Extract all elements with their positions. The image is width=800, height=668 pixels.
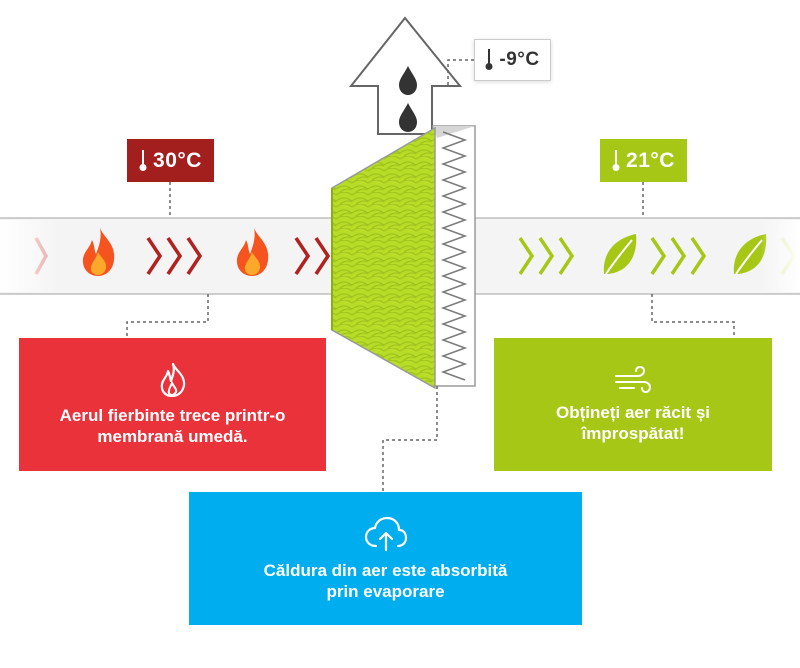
temperature-badge-hot: 30°C xyxy=(127,139,214,182)
info-card-cool-air: Obțineți aer răcit și împrospătat! xyxy=(494,338,772,471)
chevron-right-icon xyxy=(294,237,311,275)
chevron-right-icon xyxy=(670,237,687,275)
chevron-right-icon xyxy=(650,237,667,275)
chevron-right-icon xyxy=(186,237,203,275)
thermometer-icon xyxy=(485,49,493,70)
temperature-cool-value: 21°C xyxy=(626,148,675,172)
flame-icon xyxy=(160,362,185,397)
connector-lines xyxy=(126,59,735,492)
evaporative-membrane xyxy=(331,125,476,390)
leaf-icon xyxy=(733,234,767,275)
chevron-right-icon xyxy=(518,237,535,275)
thermometer-icon xyxy=(612,149,620,171)
chevron-right-icon xyxy=(314,237,331,275)
temperature-badge-cool: 21°C xyxy=(600,139,687,182)
info-card-evaporation-text: Căldura din aer este absorbită prin evap… xyxy=(263,560,508,601)
flame-icon xyxy=(82,228,115,276)
water-drop-icon xyxy=(399,66,417,95)
chevron-right-icon xyxy=(538,237,555,275)
cloud-upload-icon xyxy=(364,516,407,551)
info-card-hot-text: Aerul fierbinte trece printr-o membrană … xyxy=(59,405,286,446)
info-card-evaporation: Căldura din aer este absorbită prin evap… xyxy=(189,492,582,625)
edge-fade xyxy=(0,220,60,292)
chevron-right-icon xyxy=(690,237,707,275)
exhaust-arrow xyxy=(348,16,463,135)
edge-fade xyxy=(760,220,800,292)
thermometer-icon xyxy=(139,149,147,171)
temperature-hot-value: 30°C xyxy=(153,148,202,172)
info-card-cool-text: Obțineți aer răcit și împrospătat! xyxy=(556,402,710,443)
temperature-badge-cold: -9°C xyxy=(474,39,551,81)
chevron-right-icon xyxy=(146,237,163,275)
chevron-right-icon xyxy=(166,237,183,275)
chevron-right-icon xyxy=(558,237,575,275)
leaf-icon xyxy=(603,234,637,275)
water-drop-icon xyxy=(399,103,417,132)
wind-icon xyxy=(615,365,652,393)
temperature-cold-value: -9°C xyxy=(499,49,540,70)
info-card-hot-air: Aerul fierbinte trece printr-o membrană … xyxy=(19,338,326,471)
flame-icon xyxy=(236,228,269,276)
